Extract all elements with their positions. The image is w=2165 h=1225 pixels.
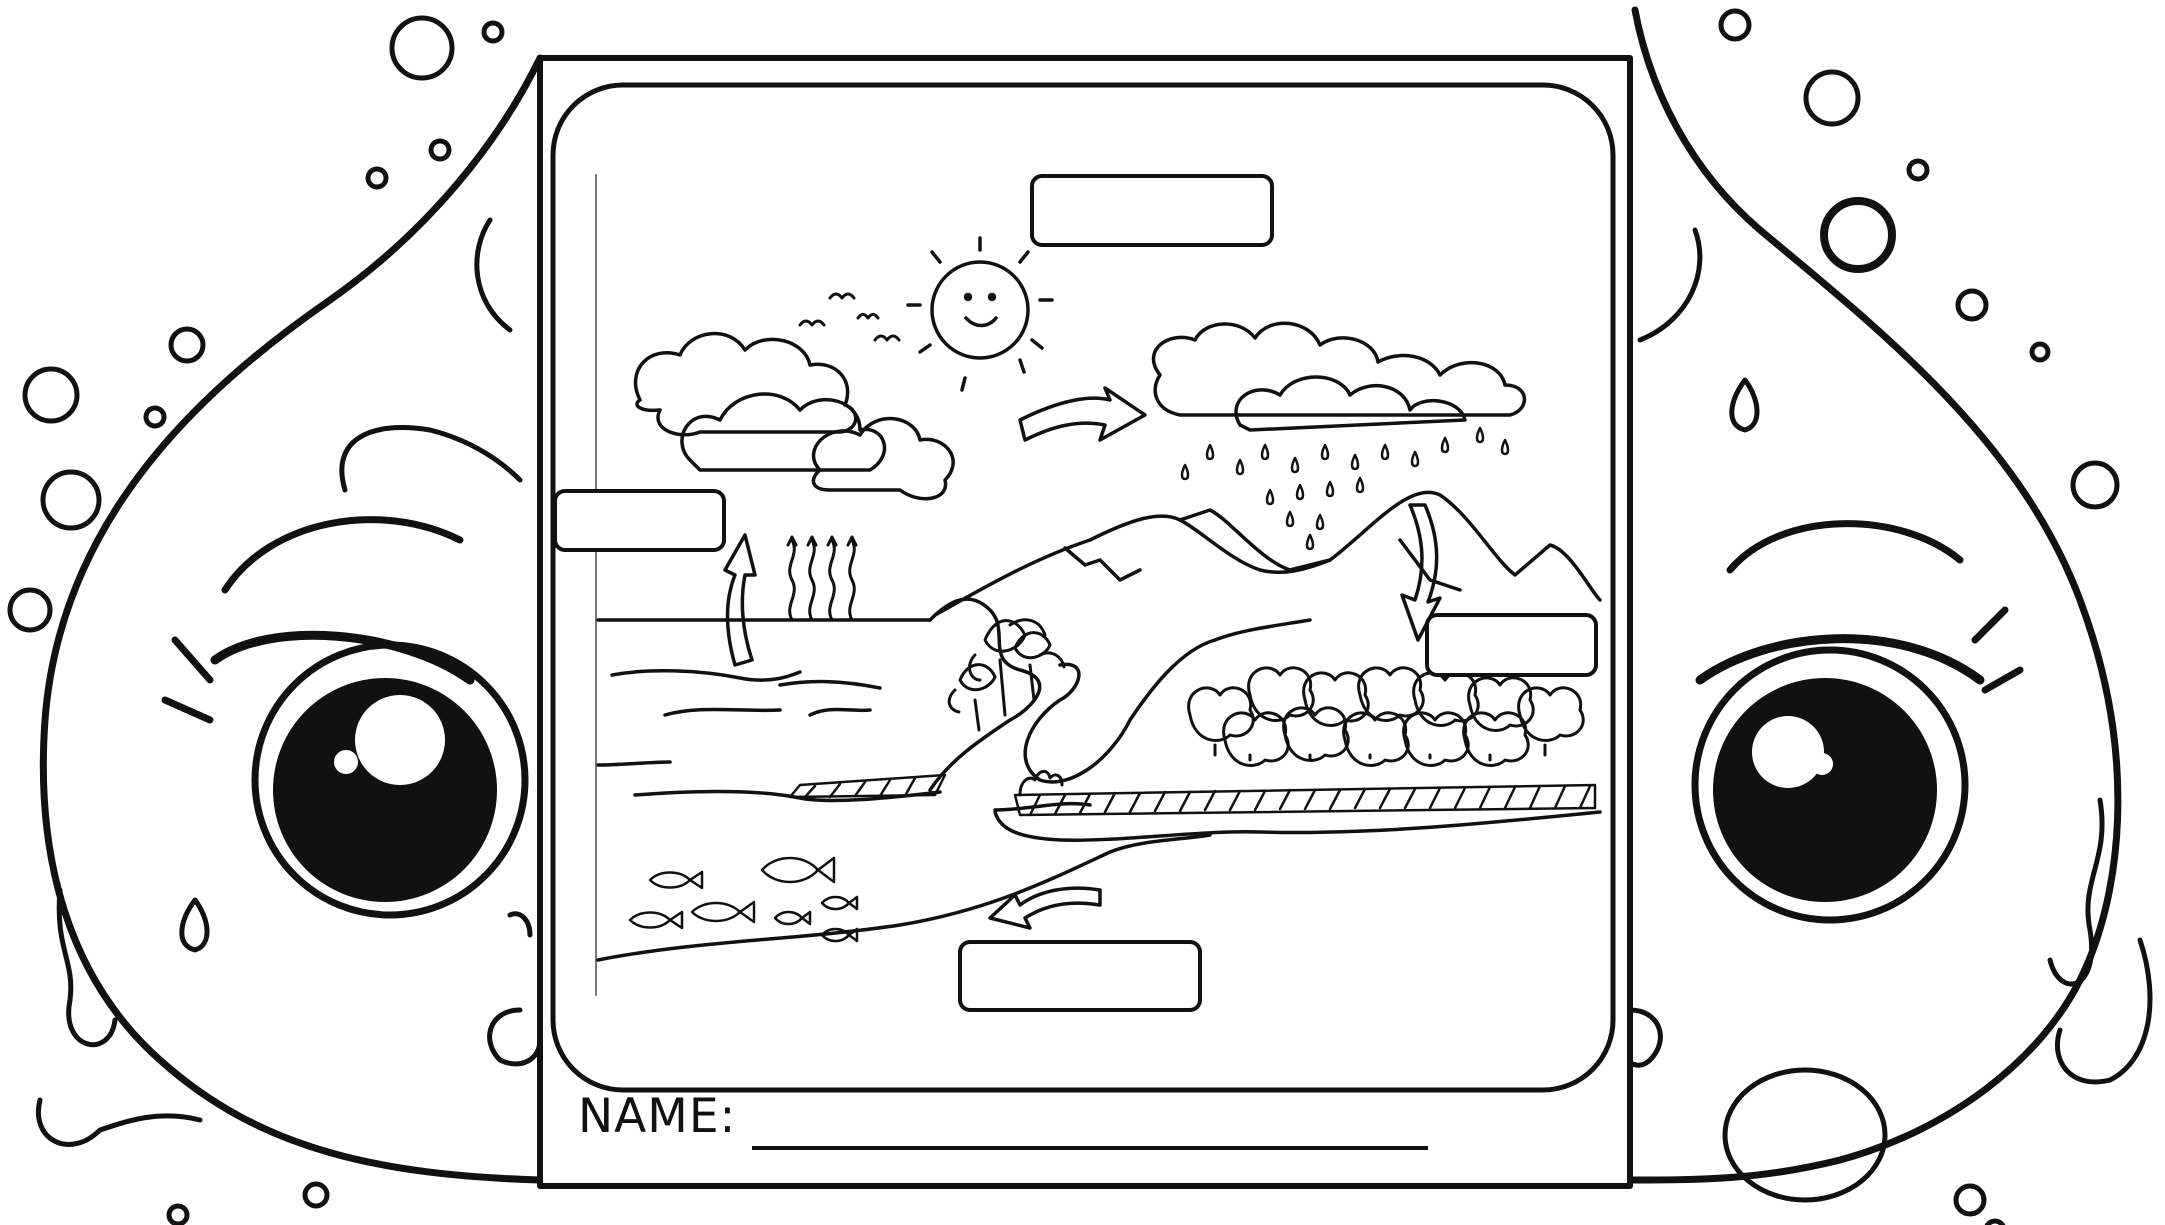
water-drop-character-right (1621, 6, 2153, 1203)
water-drop-character-left (36, 54, 544, 1184)
evaporation-arrow-icon (723, 533, 757, 667)
evaporation-steam-icon (786, 535, 858, 622)
rain-clouds-icon (1151, 321, 1527, 432)
label-box-left[interactable] (553, 489, 726, 552)
fish-icon (628, 856, 859, 943)
grass-icon (1018, 770, 1064, 797)
birds-icon (798, 292, 901, 342)
groundwater-arrow-icon (988, 886, 1102, 930)
sun-icon (906, 236, 1054, 392)
name-label: NAME: (578, 1089, 737, 1144)
label-box-top[interactable] (1030, 174, 1274, 247)
label-box-right[interactable] (1425, 613, 1598, 677)
decorative-bubbles (7, 8, 2120, 1225)
forest-icon (1187, 666, 1585, 767)
riverbank-hatch-icon (788, 773, 1597, 817)
water-cycle-diagram (596, 236, 1602, 962)
condensation-arrow-icon (1018, 386, 1147, 442)
river-icon (928, 597, 1602, 842)
runoff-arrow-icon (1400, 503, 1442, 642)
sea-icon (596, 618, 1212, 962)
name-field[interactable] (752, 1146, 1428, 1150)
label-box-bottom[interactable] (958, 940, 1202, 1012)
palm-trees-icon (947, 618, 1066, 732)
rain-drops-icon (1180, 426, 1510, 551)
evaporation-clouds-icon (633, 332, 955, 501)
mountains-icon (933, 490, 1602, 617)
